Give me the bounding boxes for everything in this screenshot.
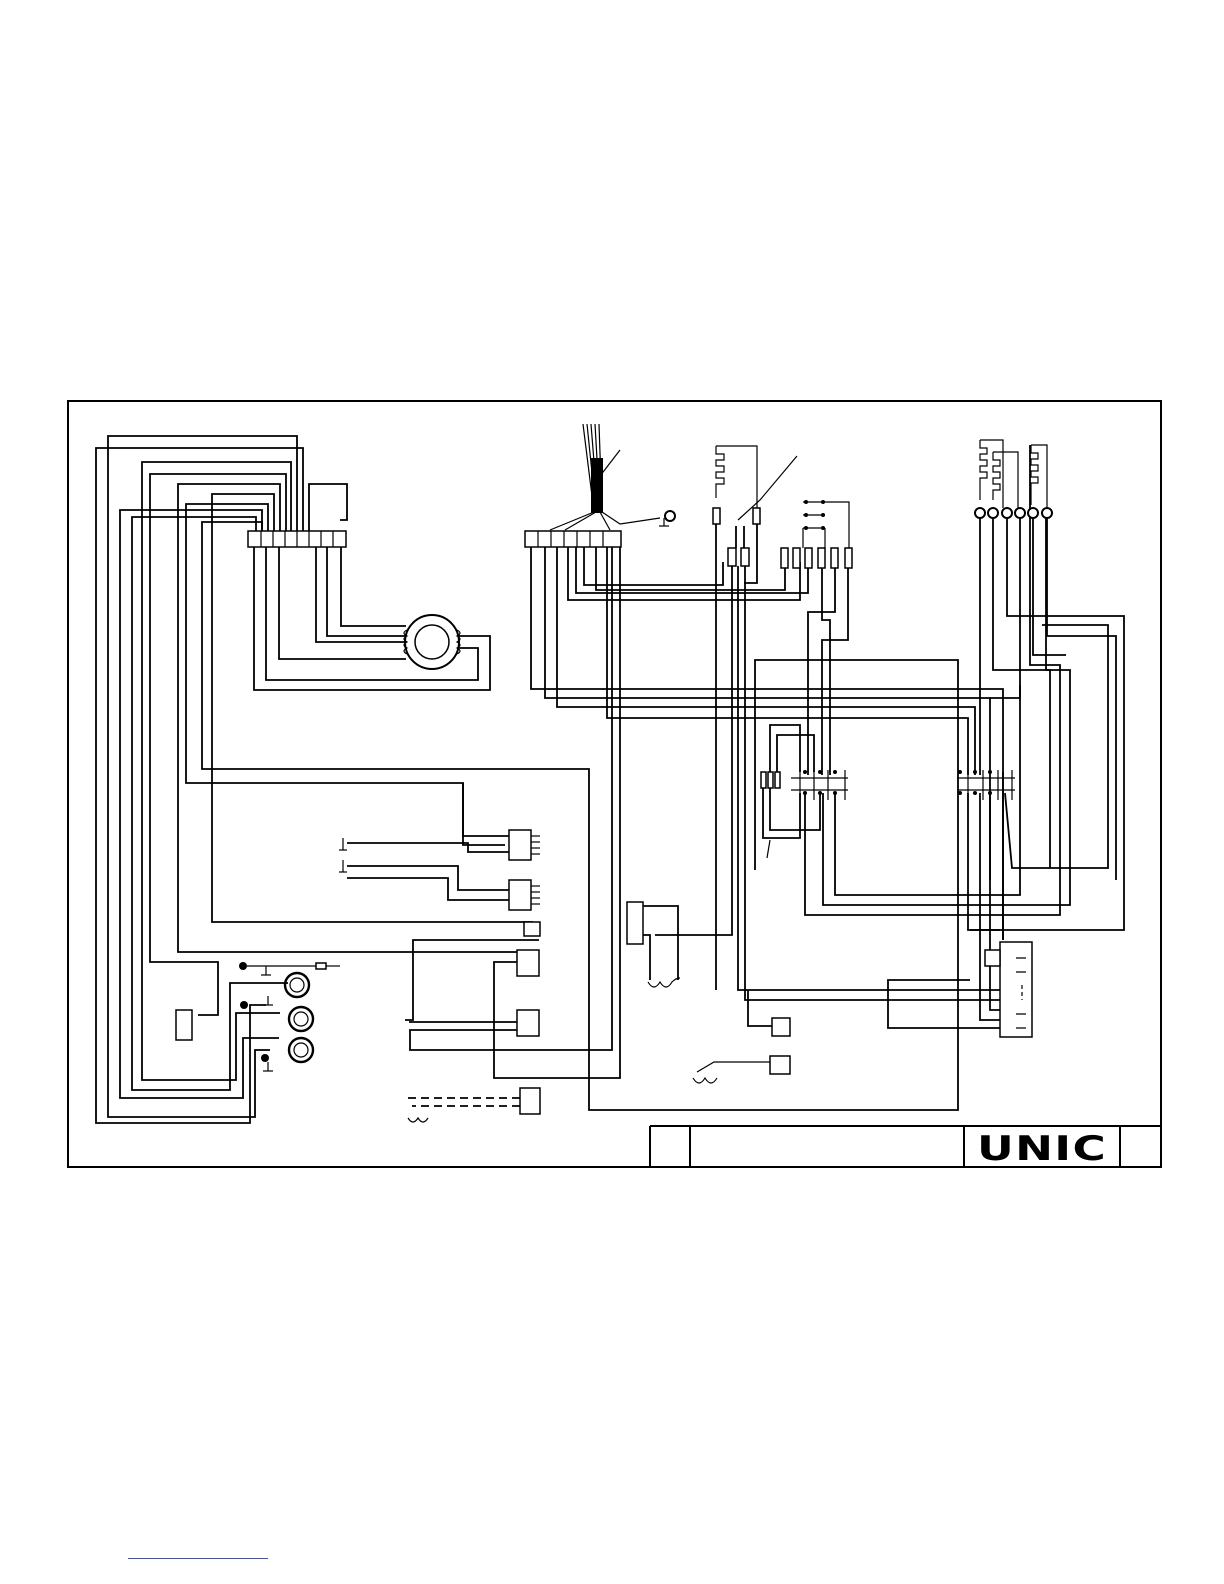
ground-icon <box>263 996 273 1005</box>
ring-terminal-icon <box>1028 508 1038 518</box>
heating-coil-icon <box>289 1038 313 1062</box>
heating-coil-icon <box>289 1007 313 1031</box>
footer-link-underline[interactable] <box>128 1558 268 1559</box>
unic-logo: UNIC <box>977 1129 1107 1169</box>
ring-terminal-icon <box>988 508 998 518</box>
connector-icon <box>176 1010 192 1040</box>
heating-coil-icon <box>285 973 309 997</box>
center-bus-wires <box>531 547 1003 940</box>
ring-terminal-icon <box>1015 508 1025 518</box>
ring-terminal-icon <box>1042 508 1052 518</box>
terminal-block-left <box>248 531 346 547</box>
ring-terminal-icon <box>975 508 985 518</box>
ground-icon <box>339 838 347 850</box>
fuse-block-center <box>781 500 852 775</box>
ground-icon <box>339 860 347 872</box>
power-cable <box>550 424 675 530</box>
connector-group-left <box>347 547 620 1122</box>
pump-coil-center <box>627 902 680 987</box>
title-block: UNIC <box>650 1126 1161 1169</box>
connector-lower-center <box>693 990 790 1083</box>
heating-coils <box>176 962 340 1062</box>
terminal-block-center <box>525 531 621 547</box>
right-heater-elements <box>970 440 1124 930</box>
ground-icon <box>263 1062 273 1071</box>
ground-icon <box>261 966 271 975</box>
ring-terminal-icon <box>1002 508 1012 518</box>
thermostat-sensors <box>655 446 1000 1000</box>
transformer <box>254 547 490 690</box>
logo-text: UNIC <box>977 1129 1107 1169</box>
